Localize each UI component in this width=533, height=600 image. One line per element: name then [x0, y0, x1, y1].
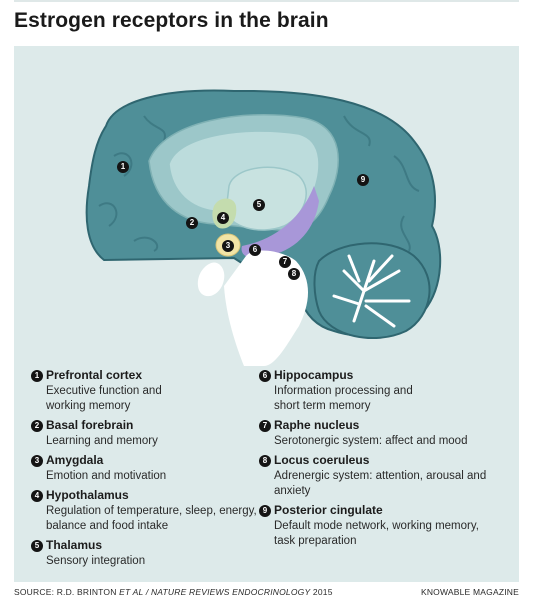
legend-number: 1	[31, 370, 43, 382]
legend-number: 4	[31, 490, 43, 502]
top-rule	[14, 0, 519, 2]
legend-description: Serotonergic system: affect and mood	[274, 435, 468, 447]
legend-number: 8	[259, 455, 271, 467]
legend-title: Prefrontal cortex	[46, 368, 143, 382]
marker-5: 5	[253, 199, 265, 211]
legend-title: Hippocampus	[274, 368, 354, 382]
legend-description: Information processing and short term me…	[274, 385, 413, 412]
legend-description: Emotion and motivation	[46, 470, 167, 482]
legend-description: Regulation of temperature, sleep, energy…	[46, 505, 257, 532]
legend-title: Raphe nucleus	[274, 418, 360, 432]
marker-2: 2	[186, 217, 198, 229]
hippocampus-region	[241, 186, 319, 258]
legend-description: Default mode network, working memory, ta…	[274, 520, 479, 547]
legend-description: Sensory integration	[46, 555, 146, 567]
legend-description: Adrenergic system: attention, arousal an…	[274, 470, 487, 497]
marker-8: 8	[288, 268, 300, 280]
brainstem	[224, 250, 309, 366]
pituitary	[197, 262, 225, 297]
legend-number: 3	[31, 455, 43, 467]
legend-description: Learning and memory	[46, 435, 158, 447]
marker-7: 7	[279, 256, 291, 268]
legend-title: Amygdala	[46, 453, 104, 467]
cerebellum	[313, 242, 431, 339]
source-suffix: 2015	[310, 587, 333, 597]
publisher-credit: KNOWABLE MAGAZINE	[420, 587, 519, 597]
thalamus-region	[225, 166, 307, 231]
cerebellum-tree	[332, 254, 411, 328]
legend-number: 6	[259, 370, 271, 382]
source-credit: SOURCE: R.D. BRINTON ET AL / NATURE REVI…	[14, 587, 333, 597]
brain-diagram	[85, 89, 442, 366]
legend-title: Basal forebrain	[46, 418, 134, 432]
legend-number: 9	[259, 505, 271, 517]
legend-description: Executive function and working memory	[46, 385, 162, 412]
legend-title: Posterior cingulate	[274, 503, 383, 517]
page-title: Estrogen receptors in the brain	[14, 9, 329, 32]
legend-title: Locus coeruleus	[274, 453, 370, 467]
marker-6: 6	[249, 244, 261, 256]
legend-title: Hypothalamus	[46, 488, 129, 502]
legend-number: 5	[31, 540, 43, 552]
legend-number: 7	[259, 420, 271, 432]
source-italic: ET AL / NATURE REVIEWS ENDOCRINOLOGY	[119, 587, 311, 597]
marker-9: 9	[357, 174, 369, 186]
legend-title: Thalamus	[46, 538, 103, 552]
marker-1: 1	[117, 161, 129, 173]
legend-number: 2	[31, 420, 43, 432]
marker-3: 3	[222, 240, 234, 252]
gyri-lines	[98, 115, 420, 252]
marker-4: 4	[217, 212, 229, 224]
source-prefix: SOURCE: R.D. BRINTON	[14, 587, 120, 597]
